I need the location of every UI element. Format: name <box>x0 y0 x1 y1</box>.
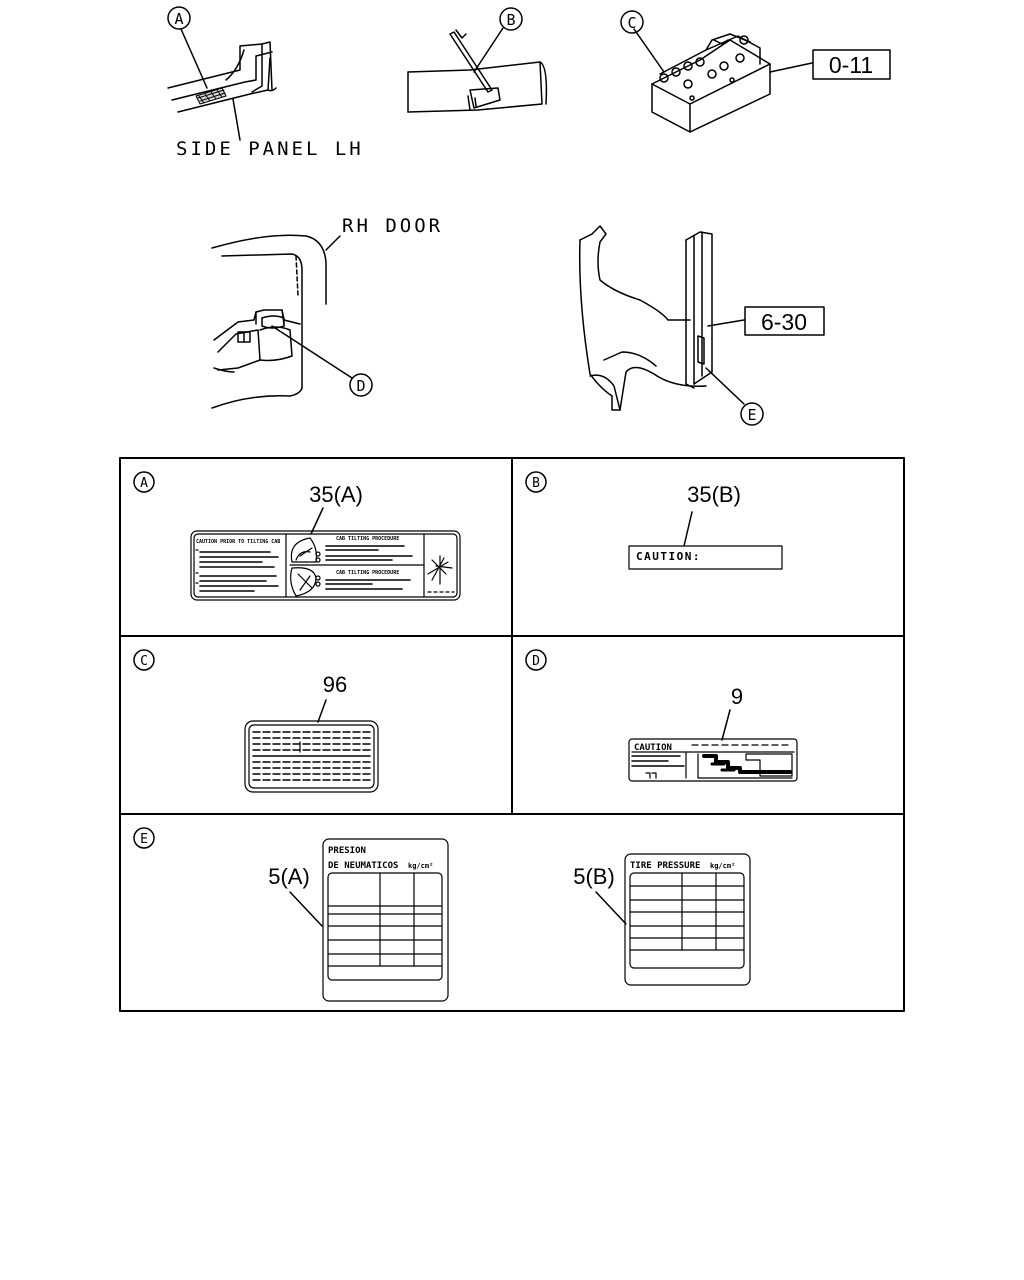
panel-e-badge: E <box>133 827 155 849</box>
detail-panel-e: E 5(A) PRESION DE NEUMATICOS kg/cm² 5(B)… <box>133 827 751 1002</box>
svg-text:D: D <box>532 654 540 669</box>
svg-text:CAUTION PRIOR TO TILTING CAB: CAUTION PRIOR TO TILTING CAB <box>196 539 280 545</box>
ref-box-6-30: 6-30 <box>744 306 825 336</box>
decal-35a: CAUTION PRIOR TO TILTING CAB CAB TILTING… <box>190 530 461 601</box>
part-number-35a: 35(A) <box>309 482 363 507</box>
svg-text:CAUTION:: CAUTION: <box>636 550 701 563</box>
rh-door-label: RH DOOR <box>342 215 443 237</box>
svg-text:6-30: 6-30 <box>761 309 807 335</box>
ref-box-0-11: 0-11 <box>812 49 891 80</box>
callout-b: B <box>499 7 523 31</box>
tire-pressure-label-english: TIRE PRESSURE kg/cm² <box>624 853 751 986</box>
svg-text:DE NEUMATICOS: DE NEUMATICOS <box>328 861 398 871</box>
tire-pressure-label-spanish: PRESION DE NEUMATICOS kg/cm² <box>322 838 449 1002</box>
view-c-fuse-box: C 0-11 <box>620 10 891 133</box>
callout-e: E <box>740 402 764 426</box>
callout-a: A <box>167 6 191 30</box>
part-number-35b: 35(B) <box>687 482 741 507</box>
svg-text:CAB TILTING PROCEDURE: CAB TILTING PROCEDURE <box>336 570 399 576</box>
svg-text:CAB TILTING PROCEDURE: CAB TILTING PROCEDURE <box>336 536 399 542</box>
side-panel-lh-label: SIDE PANEL LH <box>176 138 364 160</box>
svg-text:CAUTION: CAUTION <box>634 743 672 753</box>
panel-b-badge: B <box>525 471 547 493</box>
svg-text:A: A <box>174 10 183 28</box>
callout-c: C <box>620 10 644 34</box>
panel-c-badge: C <box>133 649 155 671</box>
part-number-96: 96 <box>323 672 347 697</box>
detail-panel-c: C 96 <box>133 649 379 793</box>
view-rh-door: RH DOOR D <box>211 215 443 409</box>
svg-text:0-11: 0-11 <box>829 52 873 78</box>
callout-d: D <box>349 373 373 397</box>
detail-panel-b: B 35(B) CAUTION: <box>525 471 783 570</box>
view-side-panel: A SIDE PANEL LH <box>167 6 364 160</box>
decal-9: CAUTION <box>628 738 798 782</box>
svg-text:C: C <box>627 14 636 32</box>
detail-grid <box>119 457 905 1012</box>
detail-panel-d: D 9 CAUTION <box>525 649 798 782</box>
svg-text:B: B <box>506 11 515 29</box>
part-number-5a: 5(A) <box>268 864 310 889</box>
part-number-5b: 5(B) <box>573 864 615 889</box>
panel-a-badge: A <box>133 471 155 493</box>
detail-panel-a: A 35(A) CAUTION PRIOR TO TILTING CAB CAB… <box>133 471 461 601</box>
decal-96 <box>244 720 379 793</box>
decal-35b: CAUTION: <box>628 545 783 570</box>
svg-text:E: E <box>747 406 756 424</box>
svg-text:PRESION: PRESION <box>328 846 366 856</box>
svg-text:E: E <box>140 832 148 847</box>
view-b-lever: B <box>407 7 548 113</box>
svg-text:D: D <box>356 377 365 395</box>
svg-text:kg/cm²: kg/cm² <box>710 862 735 870</box>
panel-d-badge: D <box>525 649 547 671</box>
svg-text:C: C <box>140 654 148 669</box>
svg-text:A: A <box>140 476 148 491</box>
part-number-9: 9 <box>731 684 743 709</box>
svg-text:kg/cm²: kg/cm² <box>408 862 433 870</box>
view-e-door-panel: 6-30 E <box>578 225 825 426</box>
svg-text:TIRE PRESSURE: TIRE PRESSURE <box>630 861 700 871</box>
svg-text:B: B <box>532 476 540 491</box>
decal-a-location <box>195 87 227 105</box>
